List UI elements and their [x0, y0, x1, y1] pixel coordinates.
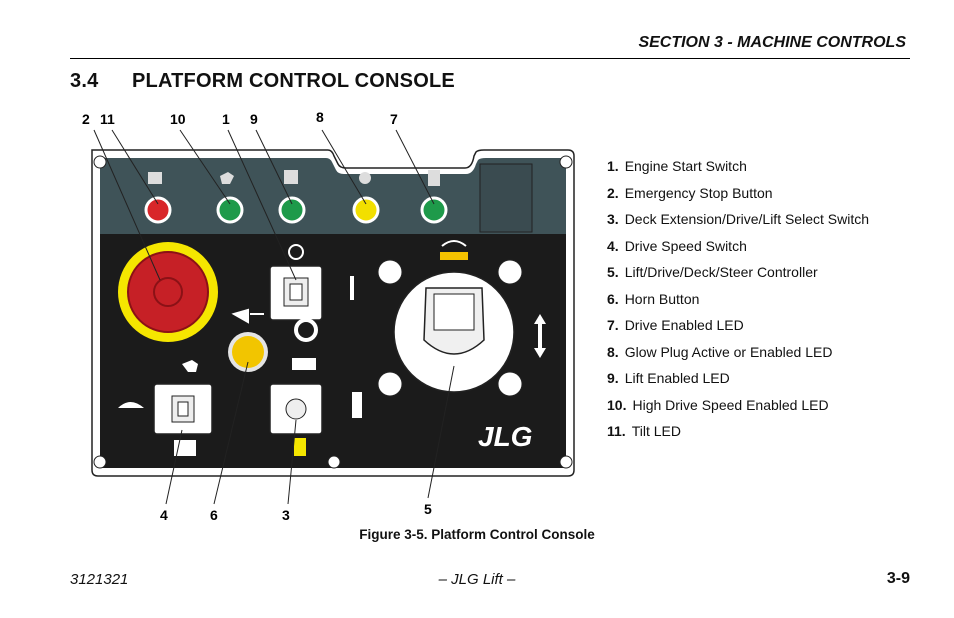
page-number: 3-9 [886, 570, 910, 587]
lift-select-icon [294, 438, 306, 456]
legend-item: 1. Engine Start Switch [607, 157, 869, 184]
callout-10: 10 [170, 111, 186, 127]
legend-number: 5. [607, 264, 619, 280]
legend-text: High Drive Speed Enabled LED [632, 396, 829, 413]
legend-number: 10. [607, 396, 627, 413]
deck-drive-lift-select-switch[interactable] [269, 383, 323, 435]
lift-drive-controller[interactable] [393, 271, 515, 393]
led-row [144, 196, 448, 224]
legend-number: 7. [607, 317, 619, 333]
legend-item: 7. Drive Enabled LED [607, 316, 869, 343]
legend-text: Lift/Drive/Deck/Steer Controller [624, 264, 818, 280]
legend-text: Drive Enabled LED [624, 317, 744, 333]
legend-item: 4. Drive Speed Switch [607, 237, 869, 264]
deck-extension-icon [292, 358, 316, 370]
legend-number: 2. [607, 184, 619, 201]
corner-screws [93, 155, 573, 469]
legend-text: Glow Plug Active or Enabled LED [624, 343, 833, 360]
callout-3: 3 [282, 507, 290, 523]
emergency-stop-button[interactable] [118, 242, 218, 342]
drive-speed-switch[interactable] [153, 383, 213, 435]
legend-number: 1. [607, 158, 619, 174]
footer-center: – JLG Lift – [438, 571, 516, 588]
page-title: 3.4 PLATFORM CONTROL CONSOLE [70, 70, 455, 93]
legend-text: Tilt LED [631, 423, 681, 439]
legend-item: 9. Lift Enabled LED [607, 369, 869, 396]
tilt-led [144, 196, 172, 224]
platform-console-figure: JLG 2 11 10 1 9 8 7 4 6 3 5 [70, 100, 590, 530]
on-indicator-bar [350, 276, 354, 300]
legend-text: Deck Extension/Drive/Lift Select Switch [624, 211, 870, 227]
up-down-arrow-icon [534, 314, 546, 358]
drive-enabled-led [420, 196, 448, 224]
controller-screw-br [497, 371, 523, 397]
component-legend: 1. Engine Start Switch 2. Emergency Stop B… [607, 157, 869, 449]
footer-doc-number: 3121321 [70, 571, 129, 588]
legend-item: 10. High Drive Speed Enabled LED [607, 396, 869, 423]
glow-plug-icon [359, 172, 371, 184]
legend-text: Emergency Stop Button [624, 184, 773, 201]
legend-item: 11. Tilt LED [607, 422, 869, 449]
rabbit-icon [220, 172, 234, 184]
lift-icon [284, 170, 298, 184]
controller-screw-tl [377, 259, 403, 285]
legend-number: 11. [607, 423, 626, 439]
legend-number: 4. [607, 237, 619, 254]
horn-button[interactable] [228, 332, 268, 372]
callout-5: 5 [424, 501, 432, 517]
high-speed-led [216, 196, 244, 224]
engine-icon [288, 244, 304, 260]
display-window [479, 163, 533, 233]
legend-text: Engine Start Switch [624, 158, 747, 174]
legend-number: 9. [607, 370, 619, 386]
legend-number: 3. [607, 211, 619, 227]
drive-select-icon [352, 392, 362, 418]
header-rule [70, 58, 910, 59]
speed-switch-label [174, 440, 196, 456]
legend-text: Drive Speed Switch [624, 237, 747, 254]
callout-11: 11 [100, 111, 115, 127]
engine-start-switch[interactable] [269, 265, 323, 321]
led-strip [100, 158, 566, 234]
glow-plug-led [352, 196, 380, 224]
legend-item: 5. Lift/Drive/Deck/Steer Controller [607, 263, 869, 290]
rabbit-speed-icon [182, 360, 198, 372]
controller-screw-bl [377, 371, 403, 397]
jlg-logo: JLG [478, 421, 532, 452]
callout-6: 6 [210, 507, 218, 523]
legend-item: 2. Emergency Stop Button [607, 184, 869, 211]
section-header: SECTION 3 - MACHINE CONTROLS [638, 34, 906, 51]
tilt-icon [148, 172, 162, 184]
figure-caption: Figure 3-5. Platform Control Console [359, 527, 595, 542]
controller-screw-tr [497, 259, 523, 285]
section-number: 3.4 [70, 70, 99, 92]
leader-lines [93, 129, 455, 505]
legend-item: 8. Glow Plug Active or Enabled LED [607, 343, 869, 370]
horn-icon [231, 308, 264, 324]
console-illustration: JLG 2 11 10 1 9 8 7 4 6 3 5 [82, 109, 575, 523]
legend-item: 3. Deck Extension/Drive/Lift Select Switc… [607, 210, 869, 237]
off-icon [294, 318, 318, 342]
legend-text: Horn Button [624, 290, 700, 307]
turtle-icon [118, 402, 144, 408]
steer-thumb-switch[interactable] [440, 252, 468, 260]
callout-2: 2 [82, 111, 90, 127]
callout-9: 9 [250, 111, 258, 127]
led-icons [148, 170, 440, 186]
drive-icon [428, 170, 440, 186]
legend-item: 6. Horn Button [607, 290, 869, 317]
callout-4: 4 [160, 507, 168, 523]
legend-number: 6. [607, 290, 619, 307]
legend-number: 8. [607, 343, 619, 360]
callout-8: 8 [316, 109, 324, 125]
steer-arrow-icon [441, 240, 467, 247]
section-title: PLATFORM CONTROL CONSOLE [132, 70, 455, 92]
legend-text: Lift Enabled LED [624, 370, 730, 386]
lift-enabled-led [278, 196, 306, 224]
callout-7: 7 [390, 111, 398, 127]
callout-1: 1 [222, 111, 230, 127]
